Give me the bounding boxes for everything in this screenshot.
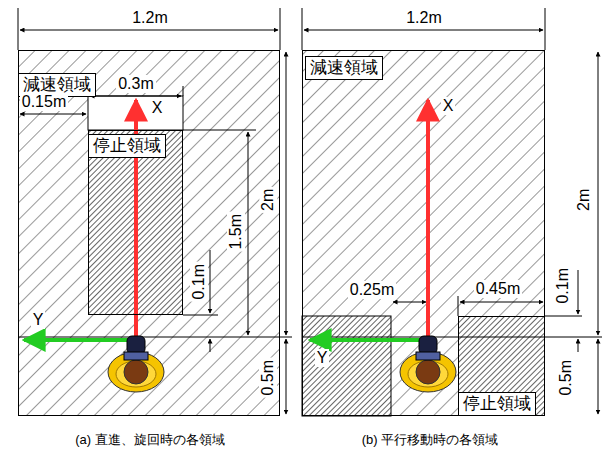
dimension-label: 2m <box>575 187 593 213</box>
dimension-lines <box>18 8 602 414</box>
stop-region: 停止領域 <box>88 130 183 315</box>
dimension-label: 0.3m <box>116 75 156 93</box>
dimension-label: 1.2m <box>130 9 170 27</box>
dimension-label: 0.1m <box>190 262 208 302</box>
dimension-label: X <box>150 99 165 117</box>
slowdown-region: 減速領域停止領域 <box>302 50 545 416</box>
dimension-label: 0.5m <box>259 358 277 398</box>
dimension-label: 0.45m <box>474 280 522 298</box>
stop-hatch <box>302 316 391 416</box>
dimension-label: 1.5m <box>227 212 245 252</box>
x-axis-arrow <box>426 100 430 340</box>
dimension-label: Y <box>315 349 330 367</box>
dimension-label: 1.2m <box>404 9 444 27</box>
y-axis-arrow <box>310 338 428 342</box>
dimension-label: X <box>441 97 456 115</box>
region-label: 減速領域 <box>305 56 383 80</box>
stop-region: 停止領域 <box>458 316 545 416</box>
dimension-label: 0.5m <box>557 358 575 398</box>
stop-hatch <box>458 316 545 416</box>
slow-hatch <box>302 50 545 416</box>
dimension-label: 2m <box>259 187 277 213</box>
slow-hatch <box>18 50 280 416</box>
person-top-view <box>400 336 456 392</box>
region-label: 停止領域 <box>458 392 536 416</box>
y-axis-arrow <box>24 338 136 342</box>
dimension-label: 0.1m <box>554 266 572 306</box>
region-label: 停止領域 <box>88 134 166 158</box>
dimension-label: 0.15m <box>20 93 68 111</box>
panel-caption: (a) 直進、旋回時の各領域 <box>73 433 227 447</box>
dimension-label: 0.25m <box>348 281 396 299</box>
person-top-view <box>108 336 164 392</box>
panel-caption: (b) 平行移動時の各領域 <box>360 433 501 447</box>
dimension-label: Y <box>31 311 46 329</box>
